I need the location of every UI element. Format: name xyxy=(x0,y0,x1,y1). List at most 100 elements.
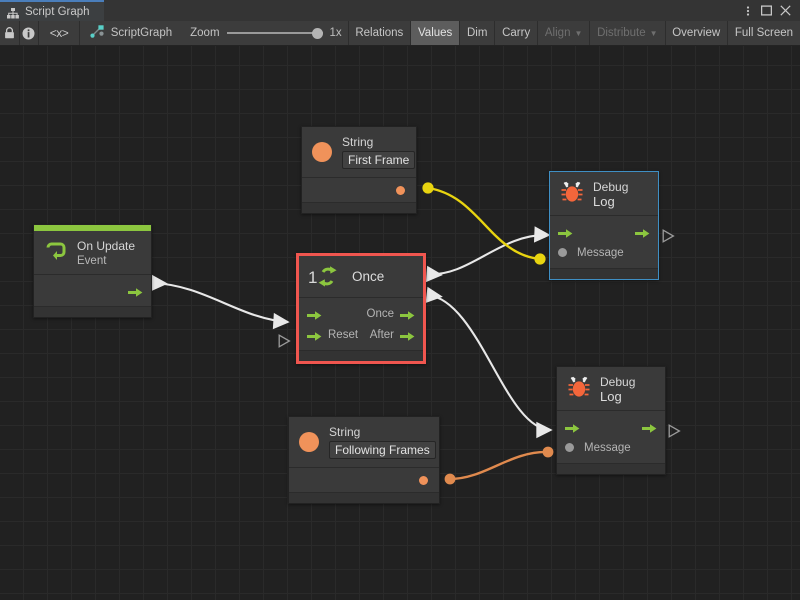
toolbar-divider xyxy=(664,21,666,45)
more-vertical-icon[interactable] xyxy=(738,0,757,21)
distribute-dropdown[interactable]: Distribute ▼ xyxy=(590,21,665,45)
toolbar-divider xyxy=(494,21,496,45)
toolbar-divider xyxy=(79,21,80,45)
port-out-once[interactable]: Once xyxy=(367,308,416,320)
flow-arrow-icon xyxy=(635,226,650,238)
edge-endpoint-dot xyxy=(542,446,554,458)
port-out-flow[interactable] xyxy=(128,285,143,297)
node-debug-log-1[interactable]: Debug Log xyxy=(549,171,659,280)
script-graph-icon xyxy=(90,25,104,41)
code-brackets-icon[interactable]: <x> xyxy=(39,21,79,45)
port-row-flow[interactable] xyxy=(557,416,665,437)
string-dot-icon xyxy=(299,432,319,452)
dim-label: Dim xyxy=(466,27,488,39)
node-title-group: String First Frame xyxy=(342,135,416,169)
node-string-first-frame[interactable]: String First Frame xyxy=(301,126,417,214)
zoom-slider-knob[interactable] xyxy=(311,28,323,39)
port-row-message[interactable]: Message xyxy=(550,242,658,263)
toolbar-divider xyxy=(459,21,460,45)
align-label: Align xyxy=(544,27,571,39)
port-out-value[interactable] xyxy=(419,476,428,485)
edge-string-following-to-message-2[interactable] xyxy=(449,450,549,481)
window-titlebar: Script Graph xyxy=(0,0,800,21)
svg-text:1: 1 xyxy=(308,268,317,287)
values-button[interactable]: Values xyxy=(410,21,460,45)
toolbar-divider xyxy=(38,21,39,45)
titlebar-spacer xyxy=(104,0,738,21)
node-on-update[interactable]: On Update Event xyxy=(33,224,152,318)
node-footer xyxy=(557,463,665,474)
port-in-enter[interactable] xyxy=(558,226,573,238)
carry-label: Carry xyxy=(502,27,531,39)
port-label-reset: Reset xyxy=(328,328,359,341)
port-in-reset[interactable]: Reset xyxy=(307,329,358,341)
graph-edges xyxy=(151,182,554,485)
align-dropdown[interactable]: Align ▼ xyxy=(538,21,590,45)
port-out-exit[interactable] xyxy=(642,421,657,433)
port-out-value[interactable] xyxy=(396,186,405,195)
port-unconnected-exit-triangle-1[interactable] xyxy=(662,229,675,243)
port-in-enter[interactable] xyxy=(307,308,322,320)
tab-script-graph[interactable]: Script Graph xyxy=(0,0,104,21)
port-unconnected-reset-triangle[interactable] xyxy=(278,334,291,348)
edge-endpoint-dot xyxy=(422,182,434,194)
edge-string-first-to-message-1[interactable] xyxy=(427,186,541,261)
graph-name-button[interactable]: ScriptGraph xyxy=(80,21,184,45)
bug-icon xyxy=(566,374,592,400)
port-out-exit[interactable] xyxy=(635,226,650,238)
port-unconnected-exit-triangle-2[interactable] xyxy=(668,424,681,438)
chevron-down-icon: ▼ xyxy=(574,29,583,38)
node-title: Debug xyxy=(593,180,629,194)
node-body: Message xyxy=(557,411,665,463)
chevron-down-icon: ▼ xyxy=(649,29,658,38)
toolbar-divider xyxy=(347,21,349,45)
port-label-message: Message xyxy=(584,441,631,454)
flow-arrow-icon xyxy=(565,421,580,433)
graph-canvas[interactable]: On Update Event xyxy=(0,46,800,600)
flow-arrow-icon xyxy=(307,308,322,320)
info-icon[interactable] xyxy=(19,21,38,45)
overview-button[interactable]: Overview xyxy=(665,21,727,45)
port-row-flow-out[interactable] xyxy=(34,280,151,301)
zoom-slider-track xyxy=(226,32,323,34)
relations-button[interactable]: Relations xyxy=(348,21,410,45)
node-title: String xyxy=(342,135,374,149)
maximize-icon[interactable] xyxy=(757,0,776,21)
carry-button[interactable]: Carry xyxy=(495,21,537,45)
update-loop-icon xyxy=(43,238,69,264)
port-row-value-out[interactable] xyxy=(289,468,439,492)
overview-label: Overview xyxy=(672,27,721,39)
toolbar-divider xyxy=(589,21,591,45)
edge-once-to-debug-log-1[interactable] xyxy=(425,226,551,283)
port-row-value-out[interactable] xyxy=(302,178,416,202)
port-in-enter[interactable] xyxy=(565,421,580,433)
node-header: Debug Log xyxy=(550,172,658,216)
port-row-message[interactable]: Message xyxy=(557,437,665,458)
edge-after-to-debug-log-2[interactable] xyxy=(425,286,553,439)
string-value-input[interactable]: First Frame xyxy=(342,151,416,169)
port-row-once[interactable]: Once xyxy=(299,303,423,324)
flow-arrow-icon xyxy=(128,285,143,297)
dim-button[interactable]: Dim xyxy=(460,21,494,45)
node-header: String Following Frames xyxy=(289,417,439,468)
edge-on-update-to-once[interactable] xyxy=(151,274,290,330)
full-screen-button[interactable]: Full Screen xyxy=(728,21,800,45)
zoom-label: Zoom xyxy=(190,27,220,39)
string-value-input[interactable]: Following Frames xyxy=(329,441,436,459)
port-out-after[interactable]: After xyxy=(370,329,415,341)
node-body xyxy=(302,178,416,202)
port-row-reset-after[interactable]: Reset After xyxy=(299,324,423,345)
once-cycle-icon: 1 xyxy=(308,264,344,290)
node-subtitle: Log xyxy=(600,389,622,404)
lock-icon[interactable] xyxy=(0,21,19,45)
node-once[interactable]: 1 Once xyxy=(296,253,426,364)
node-title-group: Debug Log xyxy=(600,374,635,404)
node-title-group: Once xyxy=(352,264,384,285)
port-row-flow[interactable] xyxy=(550,221,658,242)
port-in-message[interactable]: Message xyxy=(558,247,624,259)
zoom-slider[interactable] xyxy=(226,26,323,40)
node-debug-log-2[interactable]: Debug Log xyxy=(556,366,666,475)
close-icon[interactable] xyxy=(776,0,795,21)
node-string-following-frames[interactable]: String Following Frames xyxy=(288,416,440,504)
port-in-message[interactable]: Message xyxy=(565,442,631,454)
